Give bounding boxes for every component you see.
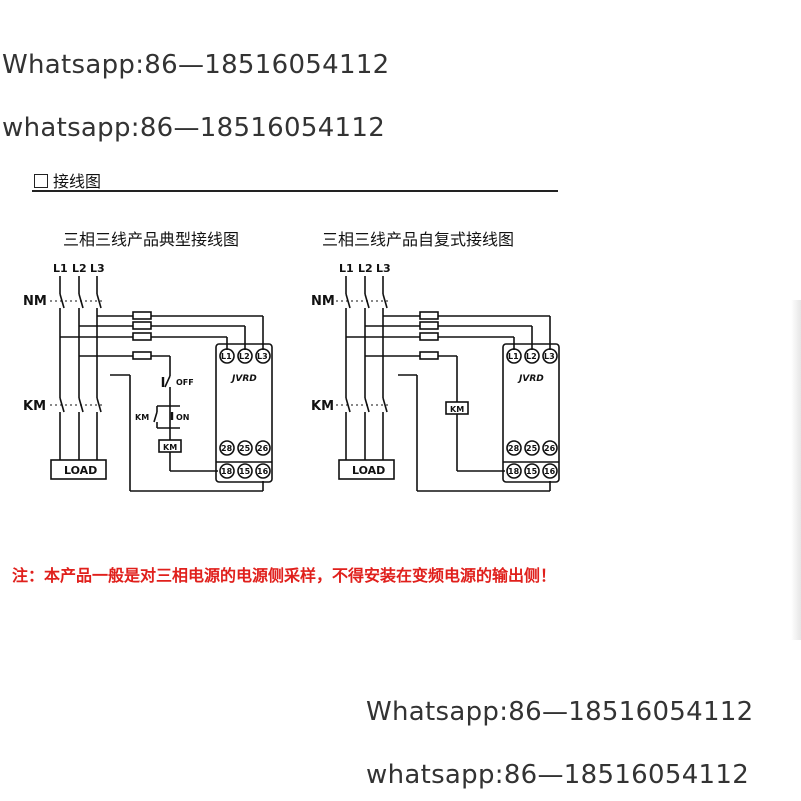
terminal-label: 26 (544, 444, 556, 453)
terminal-label: 26 (257, 444, 269, 453)
terminal-label: 25 (526, 444, 538, 453)
km-coil-label: KM (163, 443, 177, 452)
terminal-label: L2 (526, 352, 537, 361)
device-label: JVRD (517, 374, 544, 384)
terminal-label: 28 (508, 444, 520, 453)
watermark-text: Whatsapp:86—18516054112 (2, 50, 390, 80)
km-aux-contact-label: KM (135, 413, 149, 422)
terminal-label: 18 (508, 467, 520, 476)
load-label: LOAD (352, 464, 385, 477)
nm-label: NM (311, 294, 335, 309)
terminal-label: L2 (239, 352, 250, 361)
section-title-text: 接线图 (53, 172, 102, 191)
watermark-text: whatsapp:86—18516054112 (366, 760, 750, 790)
section-divider (32, 190, 558, 192)
diagram-1-wiring (50, 276, 273, 492)
load-label: LOAD (64, 464, 97, 477)
watermark-text: Whatsapp:86—18516054112 (366, 697, 754, 727)
phase-label: L2 (72, 262, 87, 275)
terminal-label: L1 (221, 352, 232, 361)
terminal-label: L1 (508, 352, 519, 361)
terminal-label: 28 (221, 444, 233, 453)
page-edge-shadow (791, 300, 801, 640)
warning-note: 注：本产品一般是对三相电源的电源侧采样，不得安装在变频电源的输出侧！ (12, 566, 557, 585)
terminal-label: L3 (544, 352, 555, 361)
on-button-label: ON (176, 413, 190, 422)
diagram-2-title: 三相三线产品自复式接线图 (322, 230, 515, 249)
terminal-label: 25 (239, 444, 251, 453)
terminal-label: 15 (239, 467, 251, 476)
terminal-label: 15 (526, 467, 538, 476)
phase-label: L3 (376, 262, 391, 275)
km-label: KM (23, 399, 46, 414)
km-coil-label: KM (450, 405, 464, 414)
terminal-label: 16 (257, 467, 269, 476)
phase-label: L1 (53, 262, 68, 275)
phase-label: L3 (90, 262, 105, 275)
diagram-1-title: 三相三线产品典型接线图 (63, 230, 240, 249)
diagram-2-wiring (336, 276, 560, 492)
checkbox-square-icon (34, 174, 48, 188)
off-button-label: OFF (176, 378, 194, 387)
phase-label: L1 (339, 262, 354, 275)
km-label: KM (311, 399, 334, 414)
phase-label: L2 (358, 262, 373, 275)
watermark-text: whatsapp:86—18516054112 (2, 113, 386, 143)
terminal-label: 16 (544, 467, 556, 476)
terminal-label: L3 (257, 352, 268, 361)
nm-label: NM (23, 294, 47, 309)
section-title: 接线图 (34, 168, 101, 192)
device-label: JVRD (230, 374, 257, 384)
terminal-label: 18 (221, 467, 233, 476)
